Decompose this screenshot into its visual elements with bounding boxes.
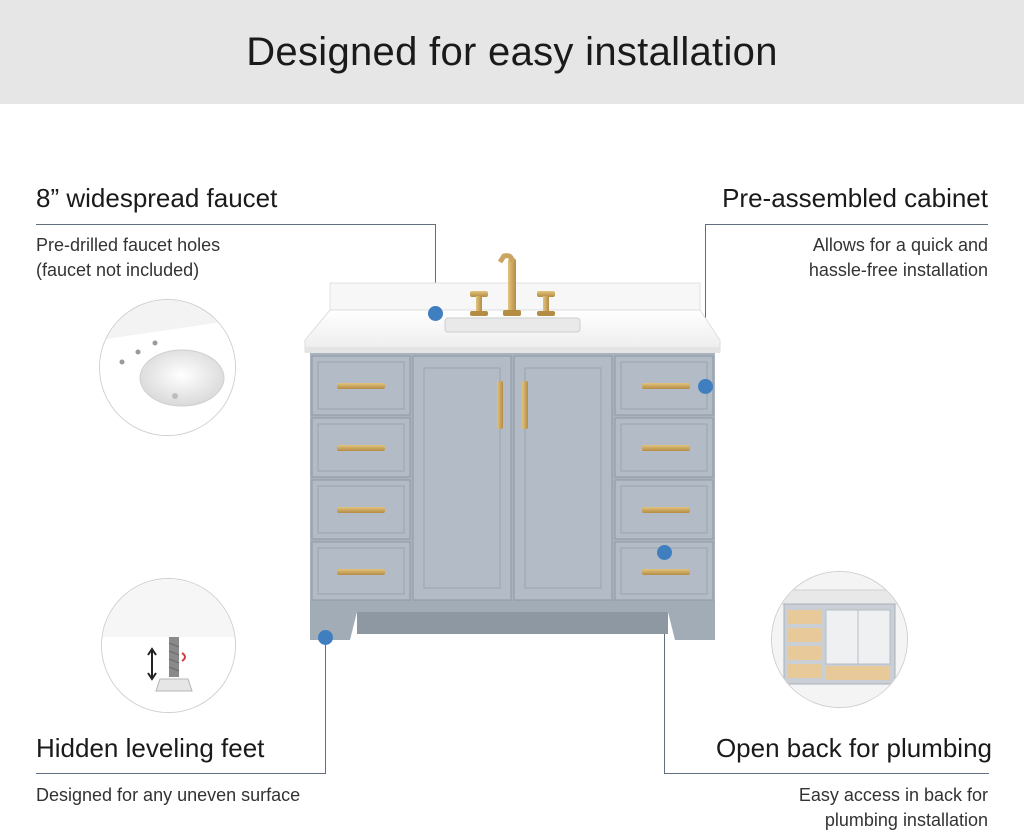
faucet-leader-line-h <box>36 224 436 225</box>
cabinet-feature-desc-2: hassle-free installation <box>808 260 988 280</box>
plumbing-feature-desc-1: Easy access in back for <box>798 785 988 805</box>
page-title: Designed for easy installation <box>246 29 778 74</box>
plumbing-callout-dot <box>657 545 672 560</box>
sink-detail-image <box>99 299 236 436</box>
header-banner: Designed for easy installation <box>0 0 1024 104</box>
cabinet-base <box>310 600 715 640</box>
feet-leader-line-h <box>36 773 326 774</box>
plumbing-feature-desc-2: plumbing installation <box>824 810 988 830</box>
plumbing-leader-line-v <box>664 552 665 774</box>
plumbing-feature-title: Open back for plumbing <box>715 733 992 763</box>
center-doors <box>412 355 613 601</box>
cabinet-feature-desc-1: Allows for a quick and <box>812 235 988 255</box>
feet-callout-dot <box>318 630 333 645</box>
faucet-icon <box>470 253 555 316</box>
cabinet-callout-dot <box>698 379 713 394</box>
cabinet-leader-line-h <box>705 224 988 225</box>
plumbing-leader-line-h <box>664 773 989 774</box>
sink-opening <box>444 317 581 333</box>
cabinet-leader-line-v <box>705 224 706 386</box>
sink-detail-icon <box>100 300 235 435</box>
faucet-feature-title: 8” widespread faucet <box>36 183 278 213</box>
cabinet-feature-title: Pre-assembled cabinet <box>722 183 988 213</box>
faucet-callout-dot <box>428 306 443 321</box>
open-back-detail-image <box>771 571 908 708</box>
faucet-feature-desc-1: Pre-drilled faucet holes <box>36 235 221 255</box>
feet-leader-line-v <box>325 637 326 774</box>
left-drawers <box>311 355 411 601</box>
feet-feature-desc: Designed for any uneven surface <box>36 785 301 805</box>
leveling-feet-detail-image <box>101 578 236 713</box>
faucet-leader-line-v <box>435 224 436 312</box>
open-back-icon <box>772 572 907 707</box>
leveling-foot-icon <box>102 579 235 712</box>
faucet-feature-desc-2: (faucet not included) <box>36 260 200 280</box>
feet-feature-title: Hidden leveling feet <box>36 733 265 763</box>
